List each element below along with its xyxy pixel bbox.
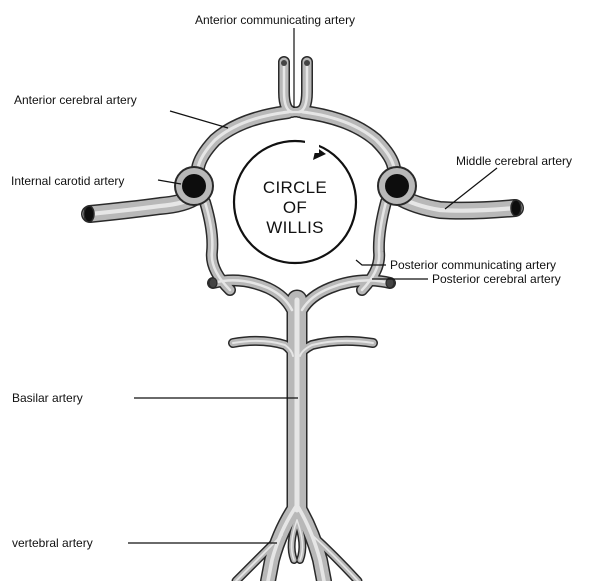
center-title-line2: OF <box>283 198 307 217</box>
label-basilar-artery: Basilar artery <box>12 391 83 405</box>
superior-cerebellar-left-vessel <box>233 341 293 356</box>
vessel-network <box>90 62 515 581</box>
label-posterior-cerebral-artery: Posterior cerebral artery <box>432 272 561 286</box>
center-title: CIRCLE OF WILLIS <box>263 178 327 237</box>
right-internal-carotid-lumen <box>378 167 416 205</box>
center-title-line3: WILLIS <box>266 218 324 237</box>
label-middle-cerebral-artery: Middle cerebral artery <box>456 154 572 168</box>
label-internal-carotid-artery: Internal carotid artery <box>11 174 124 188</box>
left-internal-carotid-lumen <box>175 167 213 205</box>
label-posterior-communicating-artery: Posterior communicating artery <box>390 258 556 272</box>
leader-anterior-cerebral <box>170 111 228 128</box>
superior-cerebellar-right-vessel <box>300 341 373 356</box>
label-anterior-cerebral-artery: Anterior cerebral artery <box>14 93 137 107</box>
center-title-line1: CIRCLE <box>263 178 327 197</box>
label-vertebral-artery: vertebral artery <box>12 536 93 550</box>
label-anterior-communicating-artery: Anterior communicating artery <box>195 13 355 27</box>
